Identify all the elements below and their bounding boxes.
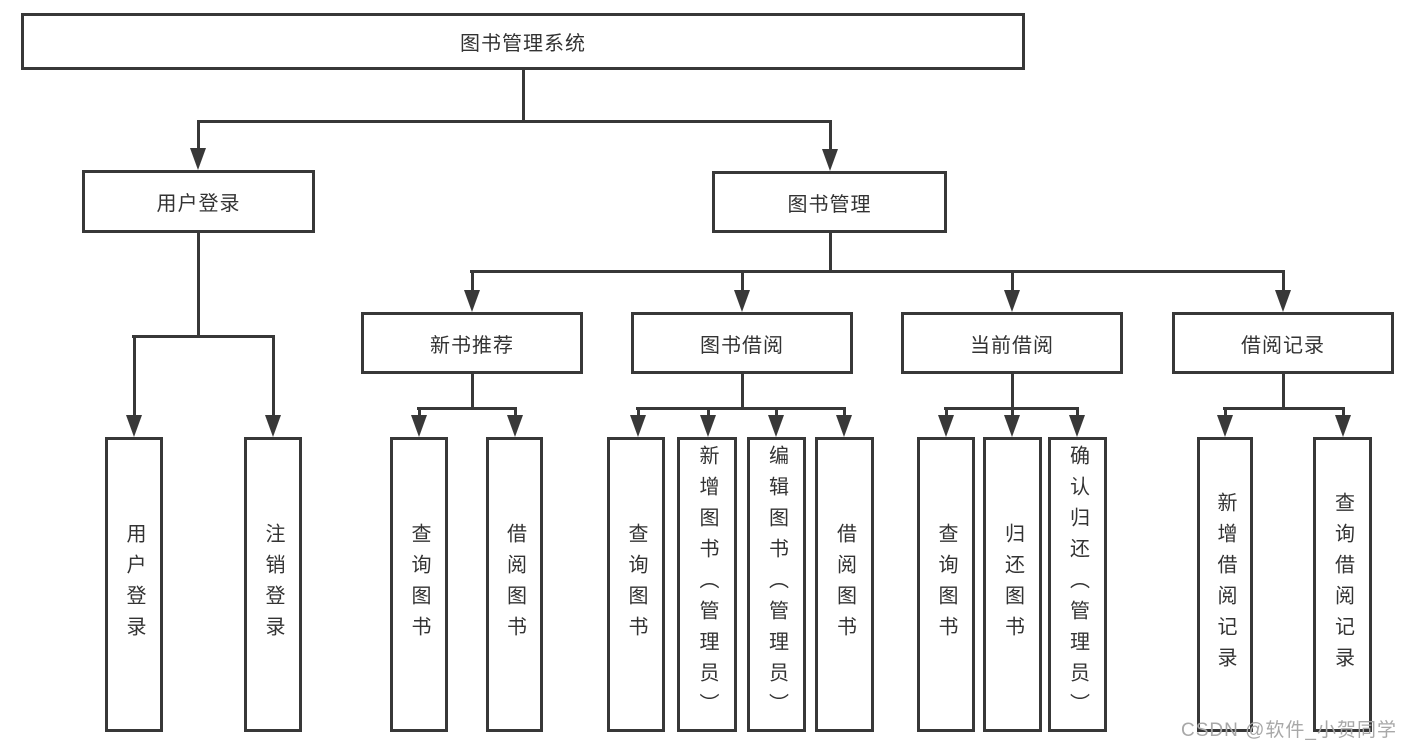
- connector-line: [132, 335, 136, 417]
- connector-line: [271, 335, 275, 417]
- connector-line: [470, 270, 1285, 273]
- connector-line: [470, 374, 474, 410]
- arrow-down-icon: [1217, 415, 1233, 437]
- connector-line: [706, 407, 710, 417]
- connector-line: [1281, 374, 1285, 410]
- connector-line: [740, 374, 744, 410]
- node-label: 查询图书: [408, 522, 430, 647]
- node-label: 借阅图书: [833, 522, 856, 647]
- node-leaf-borrow-books-2: 借阅图书: [815, 437, 874, 732]
- node-label: 图书管理: [787, 193, 872, 216]
- connector-line: [944, 407, 948, 417]
- node-label: 借阅记录: [1241, 334, 1325, 357]
- node-leaf-confirm-return-admin: 确认归还（管理员）: [1048, 437, 1107, 732]
- connector-line: [417, 407, 421, 417]
- node-label: 图书管理系统: [460, 33, 586, 55]
- node-leaf-add-books-admin: 新增图书（管理员）: [677, 437, 737, 732]
- arrow-down-icon: [1275, 290, 1291, 312]
- node-label: 当前借阅: [970, 334, 1054, 357]
- arrow-down-icon: [190, 148, 206, 170]
- connector-line: [470, 270, 474, 292]
- node-label: 查询借阅记录: [1331, 491, 1354, 678]
- node-label: 用户登录: [123, 522, 145, 647]
- arrow-down-icon: [822, 149, 838, 171]
- node-leaf-user-login: 用户登录: [105, 437, 163, 732]
- csdn-watermark: CSDN @软件_小贺同学: [1181, 720, 1397, 741]
- arrow-down-icon: [265, 415, 281, 437]
- connector-line: [774, 407, 778, 417]
- node-leaf-edit-books-admin: 编辑图书（管理员）: [747, 437, 806, 732]
- arrow-down-icon: [1069, 415, 1085, 437]
- connector-line: [1223, 407, 1345, 410]
- connector-line: [1010, 407, 1014, 417]
- node-current-borrowing: 当前借阅: [901, 312, 1123, 374]
- connector-line: [1281, 270, 1285, 292]
- node-leaf-add-borrow-record: 新增借阅记录: [1197, 437, 1253, 732]
- arrow-down-icon: [464, 290, 480, 312]
- node-new-book-recommendation: 新书推荐: [361, 312, 583, 374]
- node-book-borrowing: 图书借阅: [631, 312, 853, 374]
- node-book-management-group: 图书管理: [712, 171, 947, 233]
- node-leaf-query-books-3: 查询图书: [917, 437, 975, 732]
- node-label: 归还图书: [1001, 522, 1024, 647]
- node-label: 查询图书: [935, 522, 957, 647]
- arrow-down-icon: [1335, 415, 1351, 437]
- arrow-down-icon: [507, 415, 523, 437]
- node-label: 新书推荐: [430, 334, 514, 357]
- connector-line: [842, 407, 846, 417]
- connector-line: [197, 120, 832, 123]
- connector-line: [740, 270, 744, 292]
- node-label: 图书借阅: [700, 334, 784, 357]
- arrow-down-icon: [126, 415, 142, 437]
- arrow-down-icon: [411, 415, 427, 437]
- connector-line: [196, 120, 200, 150]
- arrow-down-icon: [836, 415, 852, 437]
- arrow-down-icon: [700, 415, 716, 437]
- node-leaf-query-borrow-record: 查询借阅记录: [1313, 437, 1372, 732]
- arrow-down-icon: [630, 415, 646, 437]
- node-library-management-system: 图书管理系统: [21, 13, 1025, 70]
- arrow-down-icon: [1004, 290, 1020, 312]
- node-leaf-query-books-2: 查询图书: [607, 437, 665, 732]
- connector-line: [1010, 270, 1014, 292]
- node-leaf-return-books: 归还图书: [983, 437, 1042, 732]
- arrow-down-icon: [938, 415, 954, 437]
- connector-line: [636, 407, 846, 410]
- node-label: 查询图书: [625, 522, 647, 647]
- connector-line: [1010, 374, 1014, 410]
- node-label: 新增图书（管理员）: [696, 445, 718, 724]
- connector-line: [417, 407, 517, 410]
- connector-line: [513, 407, 517, 417]
- arrow-down-icon: [768, 415, 784, 437]
- connector-line: [132, 335, 275, 338]
- arrow-down-icon: [734, 290, 750, 312]
- node-leaf-query-books-1: 查询图书: [390, 437, 448, 732]
- node-label: 编辑图书（管理员）: [765, 445, 788, 724]
- node-label: 新增借阅记录: [1214, 491, 1236, 678]
- connector-line: [521, 70, 525, 122]
- node-user-login-group: 用户登录: [82, 170, 315, 233]
- node-label: 借阅图书: [503, 522, 526, 647]
- node-leaf-borrow-books-1: 借阅图书: [486, 437, 543, 732]
- connector-line: [828, 120, 832, 151]
- arrow-down-icon: [1004, 415, 1020, 437]
- connector-line: [1341, 407, 1345, 417]
- node-label: 确认归还（管理员）: [1066, 445, 1089, 724]
- connector-line: [196, 233, 200, 338]
- connector-line: [636, 407, 640, 417]
- connector-line: [1223, 407, 1227, 417]
- node-borrowing-records: 借阅记录: [1172, 312, 1394, 374]
- node-label: 用户登录: [156, 193, 241, 215]
- connector-line: [1075, 407, 1079, 417]
- connector-line: [828, 233, 832, 273]
- node-leaf-logout: 注销登录: [244, 437, 302, 732]
- node-label: 注销登录: [262, 522, 284, 647]
